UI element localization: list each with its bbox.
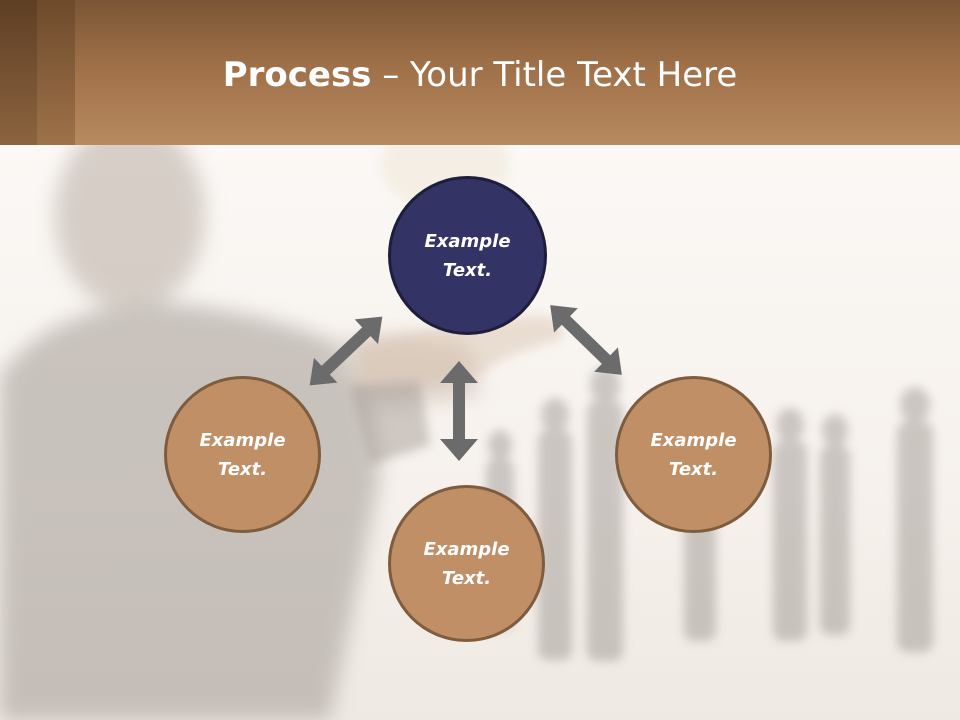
node-left-text: Example Text. [199,429,286,480]
slide-title: Process – Your Title Text Here [0,50,960,100]
center-node: Example Text. [388,176,547,335]
title-rest: – Your Title Text Here [371,55,738,95]
hand-silhouette [350,315,563,465]
title-bold: Process [222,55,372,95]
header-band: Process – Your Title Text Here [0,0,960,145]
double-arrow-vertical [440,361,478,461]
header-stripe-medium [37,0,75,145]
node-right: Example Text. [615,376,772,533]
node-left: Example Text. [164,376,321,533]
node-bottom: Example Text. [388,485,545,642]
arrow-group [309,305,622,461]
header-stripe-dark [0,0,37,145]
center-node-text: Example Text. [424,230,511,281]
node-right-text: Example Text. [650,429,737,480]
node-bottom-text: Example Text. [423,538,510,589]
double-arrow-left [309,316,383,386]
double-arrow-right [550,305,622,375]
